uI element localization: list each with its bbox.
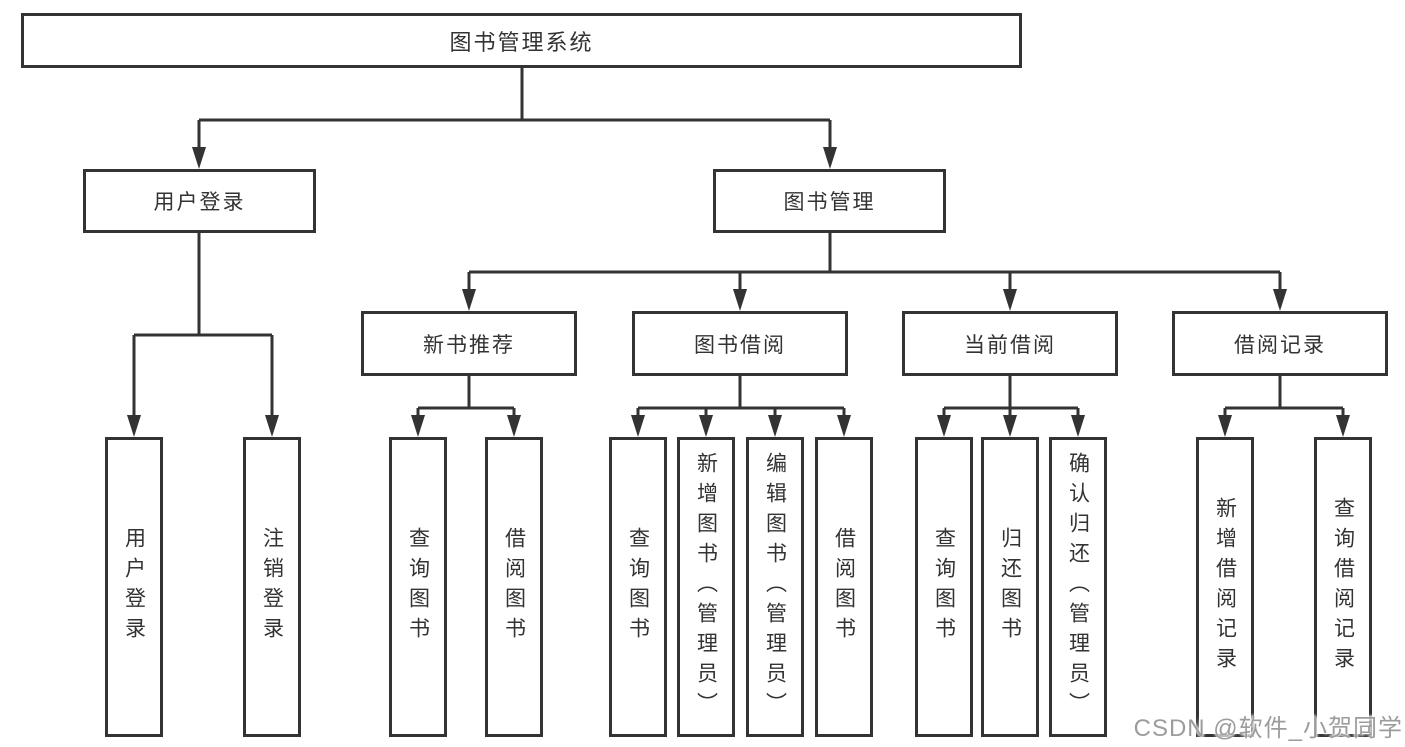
node-borrow-records-label: 借阅记录 <box>1234 333 1326 357</box>
node-new-book-recommend: 新书推荐 <box>361 311 577 376</box>
connector-borrow-records-branch <box>1218 376 1350 437</box>
node-edit-books-admin: 编辑图书（管理员） <box>746 437 804 737</box>
connector-current-borrow-branch <box>937 376 1085 437</box>
node-return-books: 归还图书 <box>981 437 1039 737</box>
node-book-borrow-label: 图书借阅 <box>694 333 786 357</box>
node-root: 图书管理系统 <box>21 13 1022 68</box>
node-add-books-admin: 新增图书（管理员） <box>677 437 735 737</box>
connector-book-borrow-branch <box>631 376 851 437</box>
node-borrow-books-borrow: 借阅图书 <box>815 437 873 737</box>
node-new-book-recommend-label: 新书推荐 <box>423 333 515 357</box>
node-user-login-action: 用户登录 <box>105 437 163 737</box>
node-query-books-borrow: 查询图书 <box>609 437 667 737</box>
node-user-login-label: 用户登录 <box>153 191 246 214</box>
connector-book-management-branch <box>462 233 1287 311</box>
node-add-borrow-record: 新增借阅记录 <box>1196 437 1254 737</box>
node-user-login: 用户登录 <box>83 169 316 233</box>
node-query-books-current: 查询图书 <box>915 437 973 737</box>
node-book-management: 图书管理 <box>713 169 946 233</box>
node-current-borrow-label: 当前借阅 <box>964 333 1056 357</box>
connector-new-book-branch <box>411 376 521 437</box>
node-current-borrow: 当前借阅 <box>902 311 1118 376</box>
connector-root-to-level1 <box>192 68 837 169</box>
node-confirm-return-admin: 确认归还（管理员） <box>1049 437 1107 737</box>
node-borrow-books-newrec: 借阅图书 <box>485 437 543 737</box>
node-book-borrow: 图书借阅 <box>632 311 848 376</box>
node-book-management-label: 图书管理 <box>783 191 876 214</box>
node-query-borrow-record: 查询借阅记录 <box>1314 437 1372 737</box>
node-logout-action: 注销登录 <box>243 437 301 737</box>
node-query-books-newrec: 查询图书 <box>389 437 447 737</box>
node-root-label: 图书管理系统 <box>449 29 594 55</box>
node-borrow-records: 借阅记录 <box>1172 311 1388 376</box>
connector-user-login-branch <box>127 233 279 437</box>
